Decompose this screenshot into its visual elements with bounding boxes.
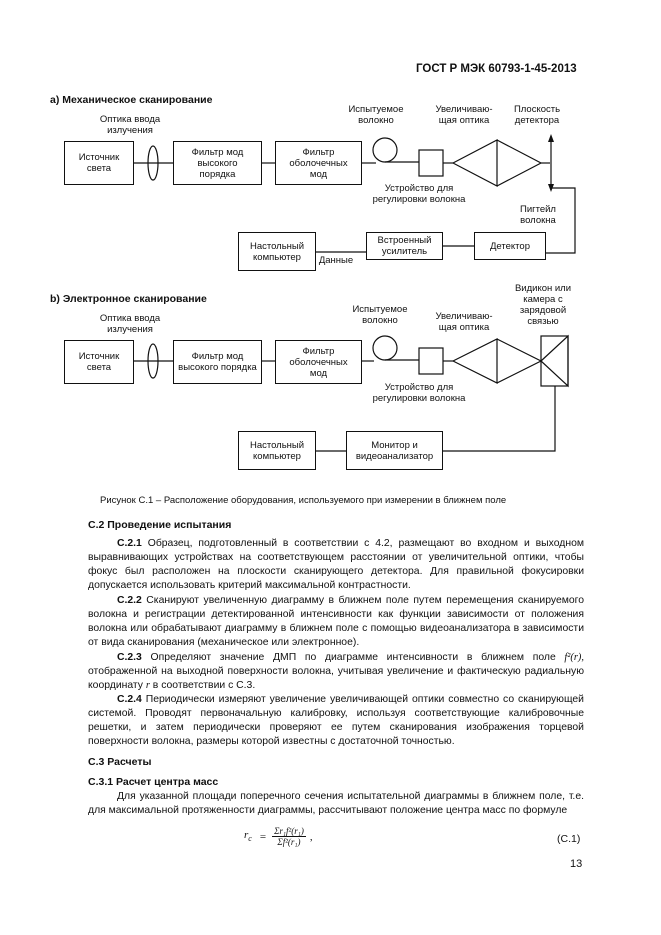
- paragraph-c22: С.2.2 Сканируют увеличенную диаграмму в …: [88, 595, 584, 648]
- paragraph-c24: С.2.4 Периодически измеряют увеличение у…: [88, 694, 584, 747]
- cladding-filter-box-a: Фильтр оболочечных мод: [275, 141, 362, 185]
- diagram-b-optics-label: Оптика ввода излучения: [99, 313, 161, 335]
- paragraph-c31: Для указанной площади поперечного сечени…: [88, 791, 584, 816]
- formula-numerator: Σr₁f²(r₁): [272, 826, 306, 837]
- section-c3-title: С.3 Расчеты: [88, 756, 152, 768]
- section-c31-title: С.3.1 Расчет центра масс: [88, 776, 219, 788]
- formula-f2r: f²(r),: [564, 652, 584, 663]
- data-label: Данные: [318, 255, 354, 266]
- diagram-a-magnifier-label: Увеличиваю- щая оптика: [435, 104, 493, 126]
- formula-denominator: Σf²(r₁): [277, 837, 301, 847]
- diagram-b-magnifier-label: Увеличиваю- щая оптика: [435, 311, 493, 333]
- diagram-b-adjust-label: Устройство для регулировки волокна: [372, 382, 466, 404]
- page-number: 13: [570, 858, 583, 870]
- figure-caption: Рисунок С.1 – Расположение оборудования,…: [100, 495, 507, 506]
- amplifier-box: Встроенный усилитель: [366, 232, 443, 260]
- diagram-b-title: b) Электронное сканирование: [50, 293, 207, 305]
- detector-box: Детектор: [474, 232, 546, 260]
- light-source-box-a: Источник света: [64, 141, 134, 185]
- cladding-filter-box-b: Фильтр оболочечных мод: [275, 340, 362, 384]
- section-c2-title: С.2 Проведение испытания: [88, 519, 232, 531]
- monitor-box: Монитор и видеоанализатор: [346, 431, 443, 470]
- diagram-a-pigtail-label: Пигтейл волокна: [520, 204, 556, 226]
- diagram-a-fiber-label: Испытуемое волокно: [348, 104, 404, 126]
- standard-header: ГОСТ Р МЭК 60793-1-45-2013: [416, 63, 577, 75]
- diagram-a-adjust-label: Устройство для регулировки волокна: [372, 183, 466, 205]
- computer-box-a: Настольный компьютер: [238, 232, 316, 271]
- computer-box-b: Настольный компьютер: [238, 431, 316, 470]
- mode-filter-box-a: Фильтр мод высокого порядка: [173, 141, 262, 185]
- setup-diagram-lines: [134, 134, 576, 452]
- diagram-a-title: a) Механическое сканирование: [50, 94, 213, 106]
- paragraph-c23: С.2.3 Определяют значение ДМП по диаграм…: [88, 652, 584, 691]
- diagram-a-optics-label: Оптика ввода излучения: [99, 114, 161, 136]
- diagram-b-fiber-label: Испытуемое волокно: [352, 304, 408, 326]
- diagram-a-plane-label: Плоскость детектора: [513, 104, 561, 126]
- paragraph-c21: С.2.1 Образец, подготовленный в соответс…: [88, 538, 584, 591]
- formula-number: (С.1): [557, 833, 581, 845]
- diagram-b-camera-label: Видикон или камера с зарядовой связью: [514, 283, 572, 327]
- mode-filter-box-b: Фильтр мод высокого порядка: [173, 340, 262, 384]
- light-source-box-b: Источник света: [64, 340, 134, 384]
- formula-c1: rc = Σr₁f²(r₁) Σf²(r₁) ,: [244, 826, 313, 847]
